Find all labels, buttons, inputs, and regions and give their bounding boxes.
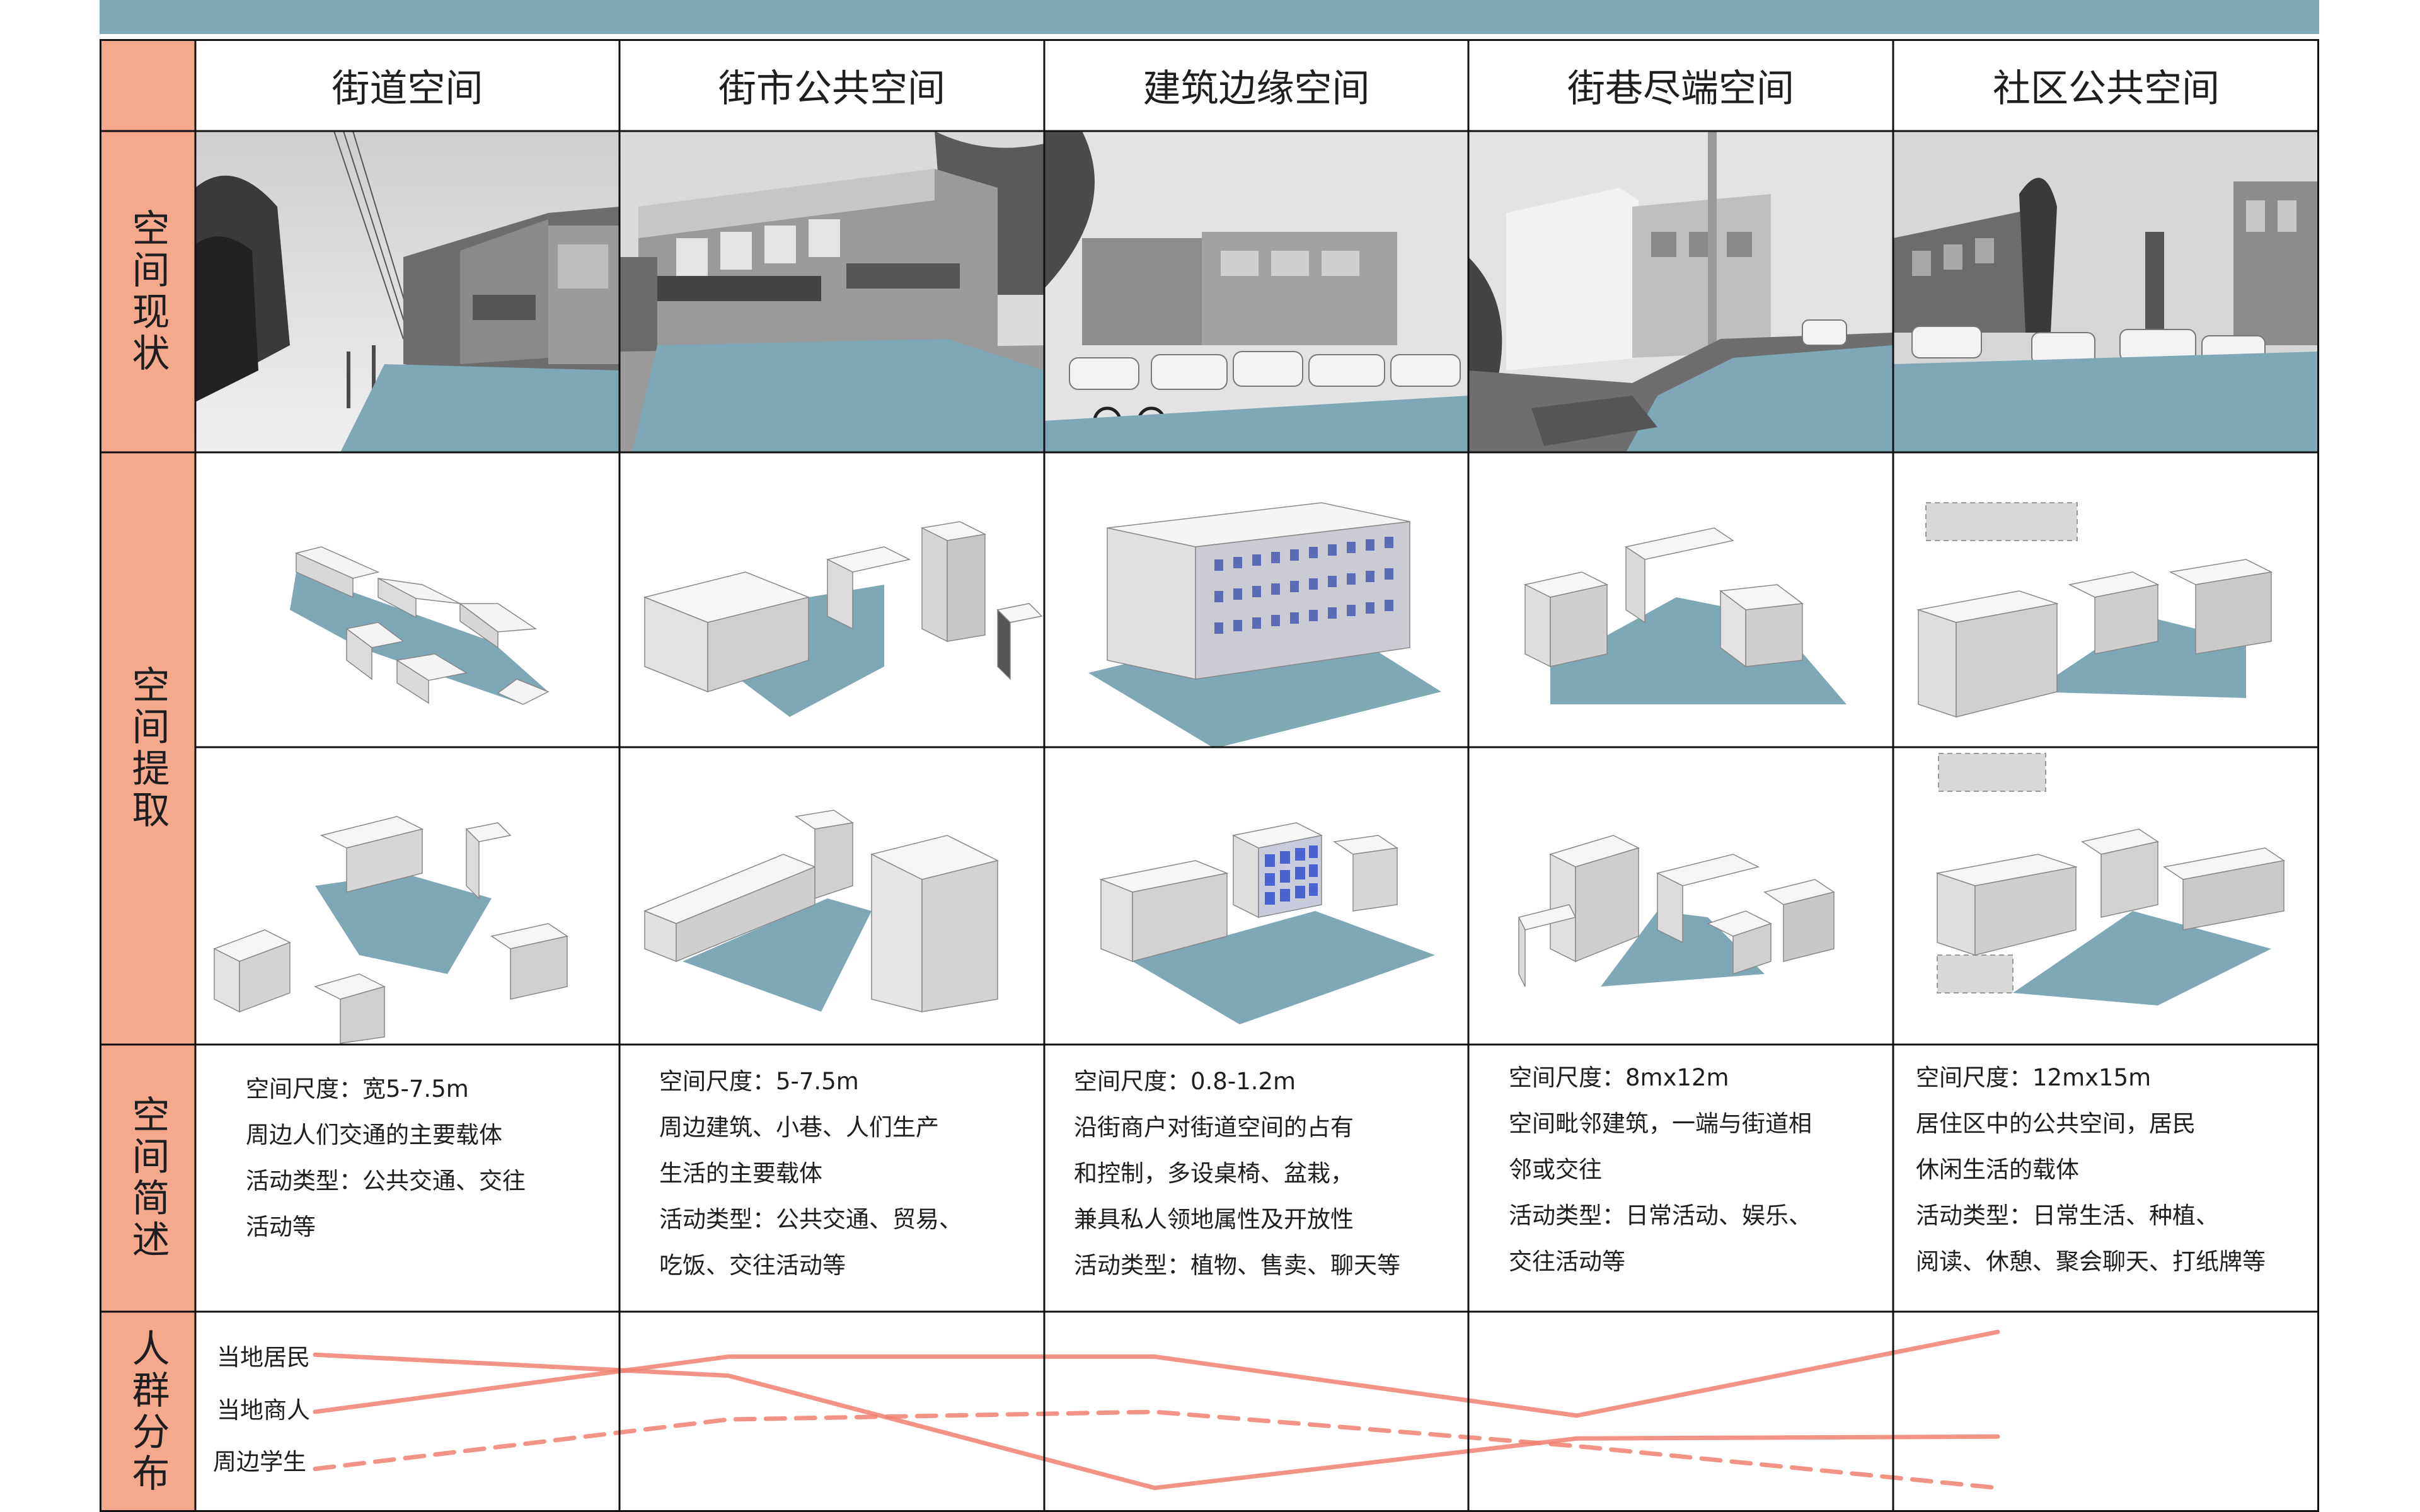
- crowd-series-line-0: [313, 1352, 2000, 1491]
- column-title-alley-end: 街巷尽端空间: [1567, 66, 1794, 111]
- table-grid: [100, 39, 2319, 1512]
- corner-cell: [100, 39, 195, 131]
- top-banner: [100, 0, 2319, 34]
- axonometric-community-1: [1893, 452, 2319, 747]
- crowd-series-line-1: [313, 1329, 2000, 1418]
- summary-edge: 空间尺度：0.8-1.2m 沿街商户对街道空间的占有 和控制，多设桌椅、盆栽， …: [1074, 1068, 1400, 1279]
- axonometric-alley-end-1: [1468, 452, 1893, 747]
- row-label-extraction: 空间提取: [100, 452, 195, 1045]
- legend-residents: 当地居民: [217, 1344, 310, 1371]
- column-title-street: 街道空间: [331, 66, 483, 111]
- axonometric-edge-2: [1044, 747, 1468, 1045]
- column-title-community: 社区公共空间: [1993, 66, 2220, 111]
- row-label-summary: 空间简述: [100, 1045, 195, 1312]
- axonometric-street-2: [195, 747, 619, 1045]
- photo-edge: [1044, 131, 1468, 452]
- crowd-distribution-chart: [313, 1329, 2000, 1491]
- summary-alley-end: 空间尺度：8mx12m 空间毗邻建筑，一端与街道相 邻或交往 活动类型：日常活动…: [1509, 1064, 1812, 1275]
- axonometric-community-2: [1893, 747, 2319, 1045]
- summary-community: 空间尺度：12mx15m 居住区中的公共空间，居民 休闲生活的载体 活动类型：日…: [1916, 1064, 2266, 1275]
- legend-students: 周边学生: [213, 1448, 306, 1475]
- axonometric-edge-1: [1044, 452, 1468, 747]
- axonometric-market-1: [619, 452, 1044, 747]
- column-title-market: 街市公共空间: [718, 66, 945, 111]
- row-label-status: 空间现状: [100, 131, 195, 452]
- photo-street: [195, 131, 619, 452]
- axonometric-street-1: [195, 452, 619, 747]
- photo-alley-end: [1468, 131, 1893, 452]
- photo-community: [1893, 131, 2319, 452]
- axonometric-market-2: [619, 747, 1044, 1045]
- analysis-board: 空间现状 空间提取 空间简述 人群分布 街道空间 街市公共空间 建筑边缘空间 街…: [100, 39, 2319, 1512]
- crowd-series-line-2: [313, 1409, 2000, 1491]
- summary-market: 空间尺度：5-7.5m 周边建筑、小巷、人们生产 生活的主要载体 活动类型：公共…: [659, 1068, 962, 1279]
- axonometric-alley-end-2: [1468, 747, 1893, 1045]
- row-label-crowd: 人群分布: [100, 1312, 195, 1512]
- photo-market: [619, 131, 1044, 452]
- summary-street: 空间尺度：宽5-7.5m 周边人们交通的主要载体 活动类型：公共交通、交往 活动…: [246, 1075, 526, 1240]
- legend-merchants: 当地商人: [217, 1397, 310, 1424]
- column-title-edge: 建筑边缘空间: [1143, 66, 1370, 111]
